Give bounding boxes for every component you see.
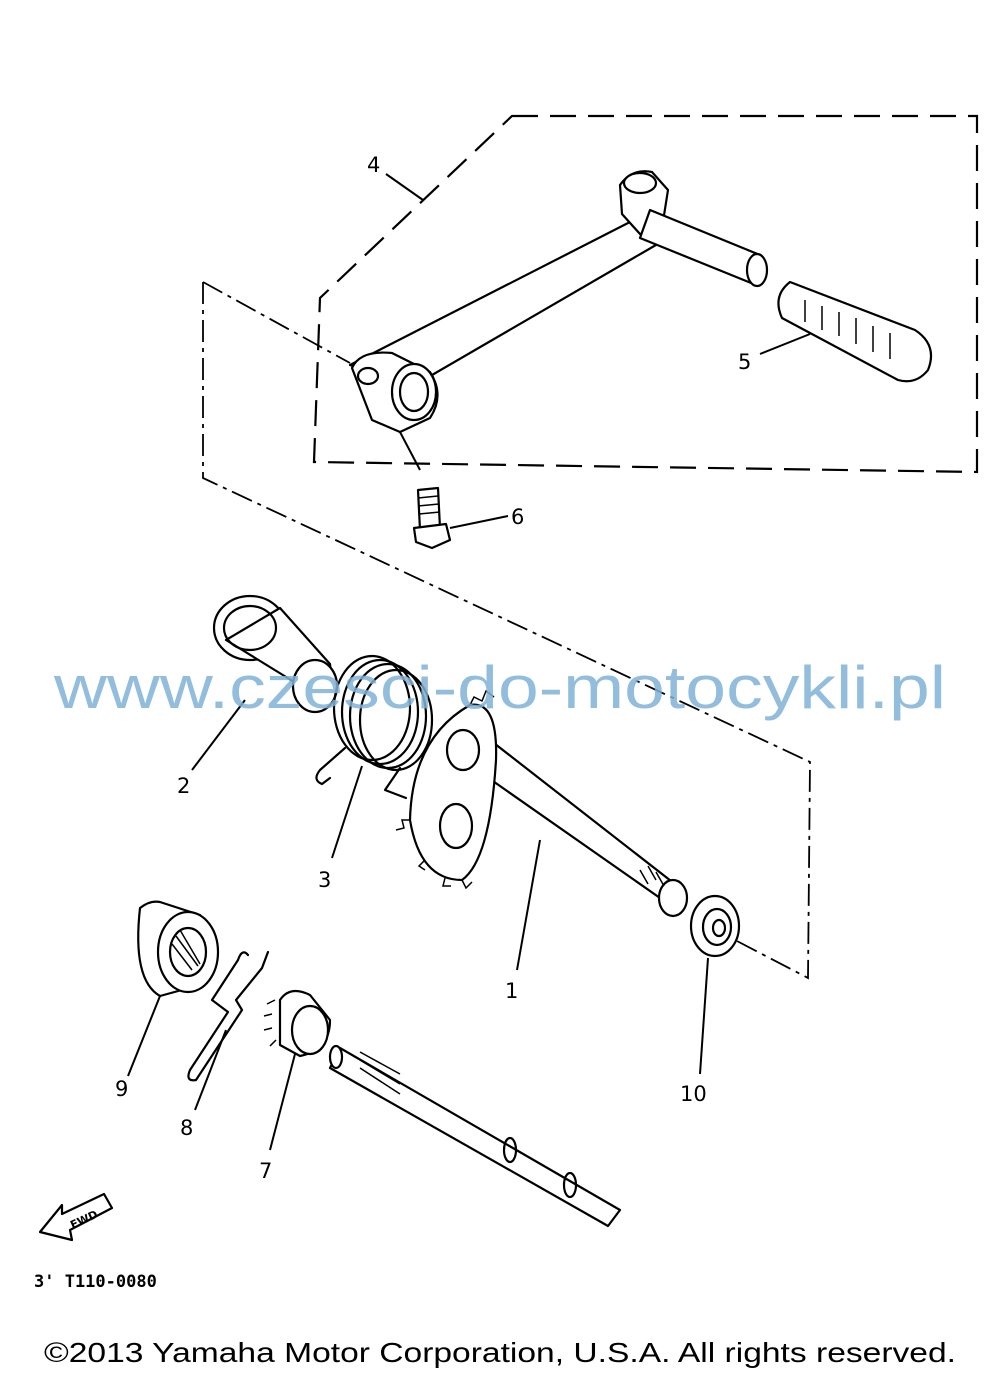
assembly-4-dashed-box xyxy=(312,114,979,474)
leader-8 xyxy=(194,1029,227,1111)
callout-10: 10 xyxy=(680,1082,707,1106)
leader-10 xyxy=(699,957,709,1075)
leader-2 xyxy=(191,699,246,771)
leader-3 xyxy=(331,765,363,859)
leader-5 xyxy=(759,333,811,355)
kick-gear-shaft xyxy=(395,689,689,918)
callout-8: 8 xyxy=(180,1116,193,1140)
torsion-spring xyxy=(315,654,434,800)
callout-6: 6 xyxy=(511,505,524,529)
leader-6b xyxy=(399,431,421,471)
callout-7: 7 xyxy=(259,1159,272,1183)
kick-crank-arm xyxy=(348,170,769,434)
mainshaft xyxy=(328,1044,622,1228)
reference-code: 3' T110-0080 xyxy=(34,1272,157,1292)
forward-direction-marker: FWD xyxy=(38,1192,114,1242)
kick-grip xyxy=(777,280,933,383)
leader-7 xyxy=(269,1053,296,1151)
exploded-plane-outline xyxy=(202,281,811,980)
kick-pinion-gear xyxy=(263,989,332,1058)
callout-9: 9 xyxy=(115,1077,128,1101)
leader-4 xyxy=(385,173,424,201)
watermark: www.czesci-do-motocykli.pl xyxy=(53,654,946,721)
copyright-notice: ©2013 Yamaha Motor Corporation, U.S.A. A… xyxy=(44,1337,956,1368)
callout-5: 5 xyxy=(738,350,751,374)
leader-1 xyxy=(516,839,541,971)
leader-6 xyxy=(449,515,509,529)
callout-4: 4 xyxy=(367,153,380,177)
callout-2: 2 xyxy=(177,774,190,798)
kick-driven-gear xyxy=(137,900,220,998)
callout-3: 3 xyxy=(318,868,331,892)
clip xyxy=(187,950,270,1082)
kick-bolt xyxy=(412,486,452,550)
callout-1: 1 xyxy=(505,979,518,1003)
leader-9 xyxy=(127,995,161,1077)
bearing xyxy=(689,894,741,958)
